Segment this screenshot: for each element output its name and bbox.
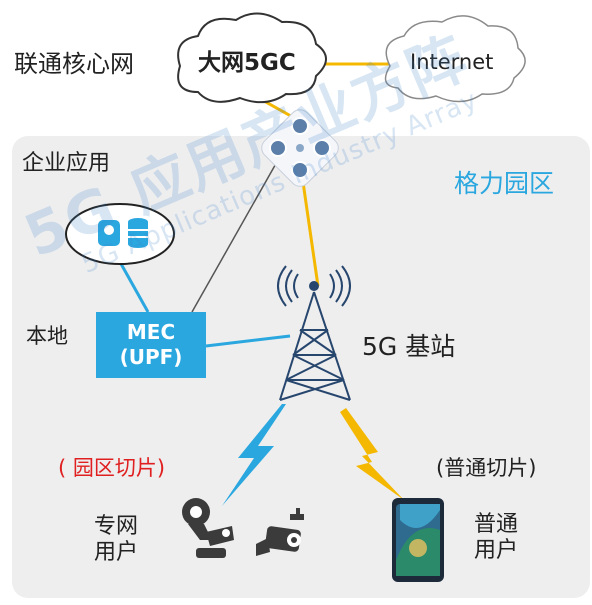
upf-label: (UPF) — [119, 345, 183, 369]
smartphone-icon — [392, 498, 444, 582]
normal-slice-label: (普通切片) — [436, 456, 537, 480]
normal-user-label: 普通 用户 — [474, 512, 518, 565]
internet-label: Internet — [410, 50, 494, 74]
cloud-icon — [177, 12, 327, 104]
normal-user-line1: 普通 — [474, 512, 519, 537]
core-5gc-label: 大网5GC — [198, 50, 296, 76]
link-router-tower — [300, 174, 320, 287]
park-title: 格力园区 — [454, 169, 555, 198]
core-network-label: 联通核心网 — [14, 50, 134, 78]
blue-lightning-icon — [222, 404, 286, 506]
private-user-label: 专网 用户 — [94, 514, 138, 567]
normal-user-line2: 用户 — [474, 538, 519, 564]
cell-tower-icon — [277, 265, 351, 401]
enterprise-app-label: 企业应用 — [22, 151, 111, 176]
link-app-mec — [118, 261, 150, 313]
private-user-line1: 专网 — [94, 514, 139, 539]
yellow-lightning-icon — [340, 408, 404, 500]
mec-upf-box: MEC (UPF) — [96, 312, 206, 378]
park-slice-label: ( 园区切片) — [58, 456, 166, 480]
mec-label: MEC — [126, 320, 176, 344]
app-server-icon — [65, 203, 175, 265]
link-mec-tower — [205, 334, 291, 348]
base-station-label: 5G 基站 — [362, 332, 456, 361]
router-icon — [261, 109, 339, 187]
robot-camera-icon — [182, 498, 304, 558]
private-user-line2: 用户 — [94, 540, 139, 566]
local-label: 本地 — [26, 324, 68, 348]
link-router-mec — [191, 159, 279, 313]
internet-cloud-icon — [384, 15, 526, 103]
